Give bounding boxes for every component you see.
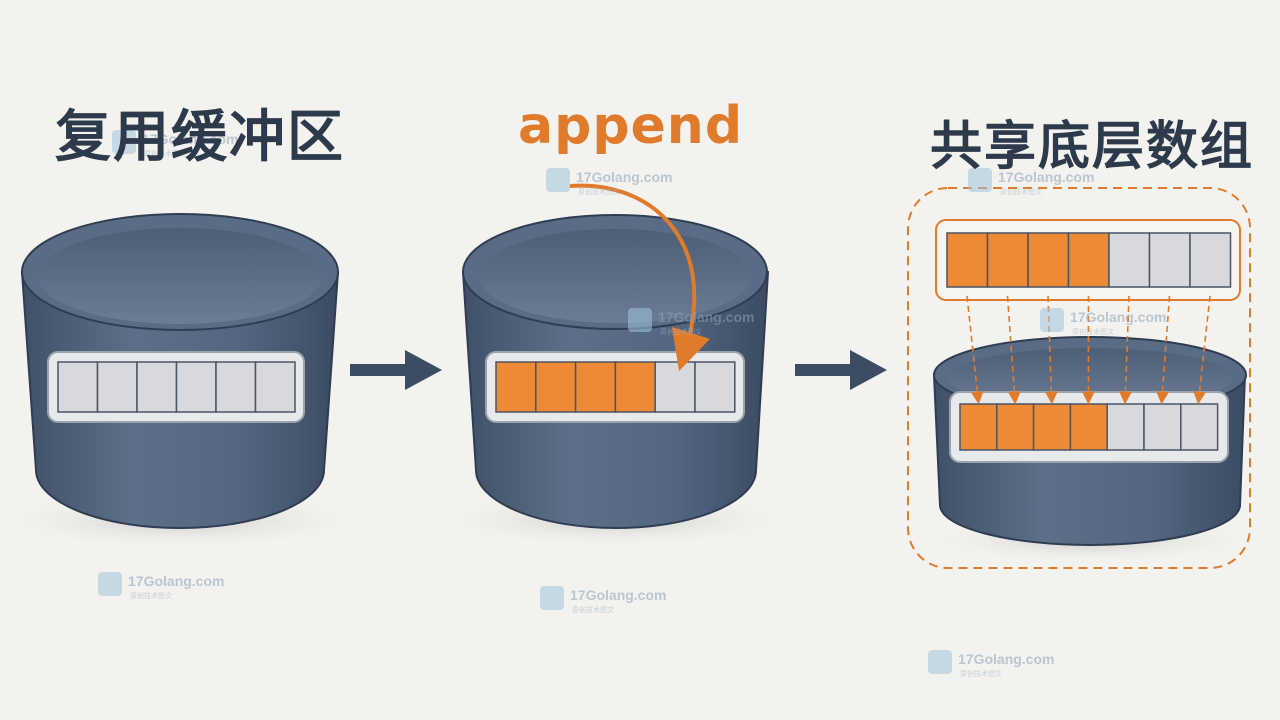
link-arrow xyxy=(966,295,984,405)
buffer-cell-empty xyxy=(175,361,217,413)
watermark-subtext: 原创技术图文 xyxy=(960,669,1002,678)
inner-cell-empty xyxy=(1106,403,1145,451)
watermark-logo-icon xyxy=(928,650,952,674)
watermark-subtext: 原创技术图文 xyxy=(578,187,620,196)
watermark: 17Golang.com 原创技术图文 xyxy=(928,650,1054,678)
watermark-logo-icon xyxy=(1040,308,1064,332)
shared-cell-empty xyxy=(1148,232,1191,288)
buffer-cell-filled xyxy=(614,361,656,413)
panel-1-title: 复用缓冲区 xyxy=(55,105,345,170)
watermark-text: 17Golang.com xyxy=(128,573,224,589)
panel-3-title: 共享底层数组 xyxy=(930,117,1255,177)
buffer-cell-filled xyxy=(495,361,537,413)
watermark-subtext: 原创技术图文 xyxy=(130,591,172,600)
watermark-logo-icon xyxy=(540,586,564,610)
buffer-cell-empty xyxy=(654,361,696,413)
buffer-cell-filled xyxy=(574,361,617,413)
shared-cell-filled xyxy=(946,232,989,288)
shared-array-links xyxy=(966,295,1211,405)
bucket-1 xyxy=(0,213,370,550)
right-arrow-icon xyxy=(350,350,442,390)
watermark-subtext: 原创技术图文 xyxy=(660,327,702,336)
buffer-cell-empty xyxy=(57,361,99,413)
buffer-cell-empty xyxy=(254,361,296,413)
watermark-subtext: 原创技术图文 xyxy=(1000,187,1042,196)
shared-cell-filled xyxy=(1067,232,1110,288)
inner-cell-filled xyxy=(959,403,998,451)
watermark: 17Golang.com 原创技术图文 xyxy=(98,572,224,600)
buffer-cell-filled xyxy=(535,361,577,413)
inner-cell-empty xyxy=(1180,403,1219,451)
watermark-logo-icon xyxy=(546,168,570,192)
shared-array-cells xyxy=(946,232,1232,288)
watermark-subtext: 原创技术图文 xyxy=(144,149,186,158)
watermark-text: 17Golang.com xyxy=(658,309,754,325)
shared-cell-empty xyxy=(1189,232,1232,288)
link-arrow xyxy=(1156,295,1171,405)
inner-cell-filled xyxy=(996,403,1035,451)
watermark-logo-icon xyxy=(98,572,122,596)
inner-array-cells xyxy=(959,403,1219,451)
watermark-subtext: 原创技术图文 xyxy=(1072,327,1114,336)
inner-cell-filled xyxy=(1032,403,1072,451)
watermark-logo-icon xyxy=(628,308,652,332)
buffer-cell-empty xyxy=(694,361,736,413)
buffer-cells-1 xyxy=(57,361,296,413)
panel-2-title: append xyxy=(518,96,744,156)
link-arrow xyxy=(1193,295,1211,405)
watermark-text: 17Golang.com xyxy=(570,587,666,603)
link-arrow xyxy=(1119,295,1132,405)
curved-arrow-icon xyxy=(569,183,711,372)
shared-cell-filled xyxy=(1027,232,1070,288)
shared-array-panel xyxy=(907,187,1260,569)
watermark-subtext: 原创技术图文 xyxy=(572,605,614,614)
watermark-logo-icon xyxy=(112,130,136,154)
watermark-text: 17Golang.com xyxy=(1070,309,1166,325)
inner-cell-empty xyxy=(1143,403,1182,451)
dashed-boundary xyxy=(907,187,1251,569)
right-arrow-icon xyxy=(795,350,887,390)
watermark-text: 17Golang.com xyxy=(576,169,672,185)
shared-cell-empty xyxy=(1108,232,1151,288)
watermark-text: 17Golang.com xyxy=(958,651,1054,667)
watermark: 17Golang.com 原创技术图文 xyxy=(1040,308,1166,336)
watermark-text: 17Golang.com xyxy=(998,169,1094,185)
watermark: 17Golang.com 原创技术图文 xyxy=(968,168,1094,196)
buffer-cells-2 xyxy=(495,361,736,413)
watermark: 17Golang.com 原创技术图文 xyxy=(540,586,666,614)
watermarks: 17Golang.com原创技术图文17Golang.com原创技术图文17Go… xyxy=(98,130,1166,678)
watermark-logo-icon xyxy=(968,168,992,192)
watermark: 17Golang.com 原创技术图文 xyxy=(628,308,754,336)
bucket-2 xyxy=(430,183,800,548)
buffer-cell-empty xyxy=(136,361,178,413)
buffer-cell-empty xyxy=(215,361,257,413)
watermark: 17Golang.com 原创技术图文 xyxy=(112,130,238,158)
watermark-text: 17Golang.com xyxy=(142,131,238,147)
buffer-cell-empty xyxy=(96,361,138,413)
inner-cell-filled xyxy=(1069,403,1108,451)
link-arrow xyxy=(1044,295,1058,405)
shared-cell-filled xyxy=(986,232,1029,288)
watermark: 17Golang.com 原创技术图文 xyxy=(546,168,672,196)
link-arrow xyxy=(1006,295,1021,405)
